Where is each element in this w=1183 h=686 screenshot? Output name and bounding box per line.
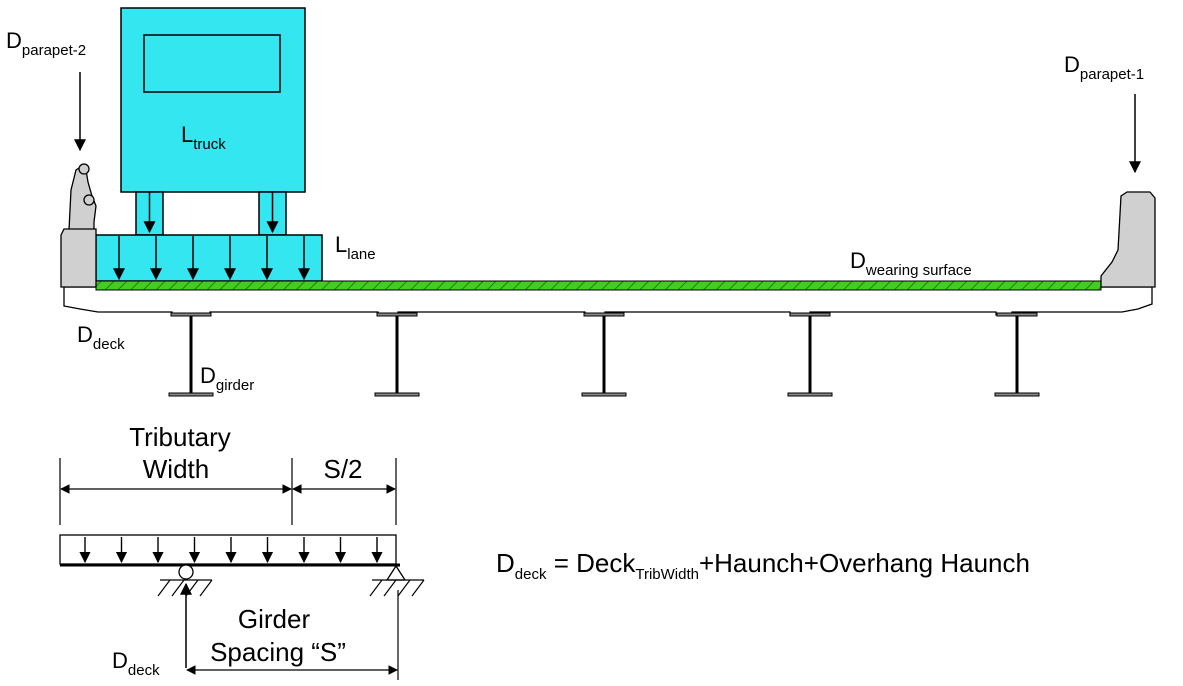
truck-load bbox=[120, 7, 306, 236]
label-girder: Dgirder bbox=[200, 363, 254, 394]
girder-bottom-flange bbox=[581, 392, 627, 397]
trib-half-label: S/2 bbox=[323, 454, 362, 484]
parapet-left-base bbox=[60, 228, 97, 288]
support-right-hatch bbox=[369, 579, 425, 597]
deck-slab bbox=[63, 286, 1153, 316]
support-right-triangle bbox=[385, 564, 407, 581]
girder bbox=[374, 312, 420, 397]
label-truck: Ltruck bbox=[181, 122, 226, 153]
label-reaction-deck: Ddeck bbox=[112, 648, 160, 679]
support-left-hatch bbox=[157, 579, 213, 597]
girders bbox=[168, 312, 1040, 397]
girder-top-flange bbox=[170, 312, 212, 317]
girder-spacing-line2: Spacing “S” bbox=[210, 637, 346, 667]
girder-top-flange bbox=[996, 312, 1038, 317]
hatch-line bbox=[157, 579, 171, 597]
deck-section bbox=[63, 280, 1153, 316]
girder-top-flange bbox=[789, 312, 831, 317]
deck-load-formula: Ddeck = DeckTribWidth+Haunch+Overhang Ha… bbox=[496, 548, 1030, 583]
trib-load-arrows bbox=[79, 537, 383, 564]
girder bbox=[994, 312, 1040, 397]
girder bbox=[581, 312, 627, 397]
hatch-line bbox=[397, 579, 411, 597]
parapet-left-rail bbox=[68, 165, 97, 231]
label-wearing-surface: Dwearing surface bbox=[850, 248, 972, 279]
parapet-left-post-mid bbox=[83, 194, 95, 206]
lane-load-arrows bbox=[113, 236, 310, 281]
girder-bottom-flange bbox=[994, 392, 1040, 397]
hatch-line bbox=[411, 579, 425, 597]
hatch-line bbox=[369, 579, 383, 597]
lane-load bbox=[95, 234, 323, 282]
trib-load-block bbox=[59, 534, 397, 565]
label-deck: Ddeck bbox=[77, 322, 125, 353]
hatch-line bbox=[171, 579, 185, 597]
hatch-line bbox=[185, 579, 199, 597]
trib-label-line2: Width bbox=[143, 454, 209, 484]
truck-body bbox=[120, 7, 306, 193]
parapet-left-post-top bbox=[78, 163, 90, 175]
girder-bottom-flange bbox=[374, 392, 420, 397]
label-parapet-2: Dparapet-2 bbox=[6, 28, 86, 59]
label-lane: Llane bbox=[335, 232, 376, 263]
girder-bottom-flange bbox=[168, 392, 214, 397]
girder bbox=[168, 312, 214, 397]
pin-support-roller bbox=[178, 564, 194, 580]
trib-label-line1: Tributary bbox=[129, 422, 231, 452]
girder-bottom-flange bbox=[787, 392, 833, 397]
truck-window bbox=[143, 34, 281, 93]
label-parapet-1: Dparapet-1 bbox=[1064, 52, 1144, 83]
hatch-line bbox=[199, 579, 213, 597]
parapet-right-barrier bbox=[1100, 191, 1156, 288]
girder-spacing-line1: Girder bbox=[238, 604, 311, 634]
parapet-left bbox=[60, 163, 97, 288]
hatch-line bbox=[383, 579, 397, 597]
girder-top-flange bbox=[583, 312, 625, 317]
girder-top-flange bbox=[376, 312, 418, 317]
girder bbox=[787, 312, 833, 397]
lane-load-block bbox=[95, 234, 323, 282]
parapet-right bbox=[1100, 191, 1156, 288]
wearing-surface bbox=[95, 280, 1102, 291]
tributary-diagram: Tributary Width S/2 Girder Spacing “S” D… bbox=[59, 422, 425, 680]
